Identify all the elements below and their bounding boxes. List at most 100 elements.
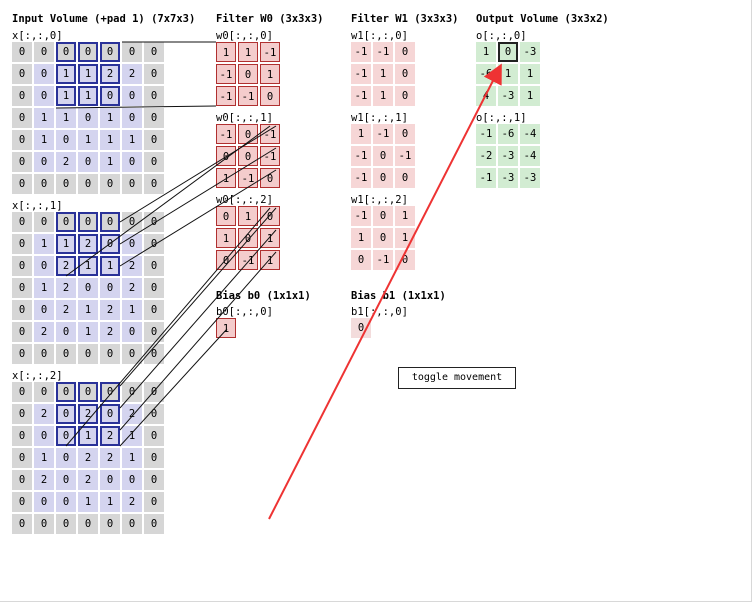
output-cell: -3 (498, 146, 518, 166)
input-cell: 0 (144, 130, 164, 150)
input-cell: 0 (12, 256, 32, 276)
receptive-field-highlight (78, 86, 98, 106)
input-cell: 0 (100, 174, 120, 194)
b0-cell: 1 (216, 318, 236, 338)
w1-cell: -1 (373, 250, 393, 270)
input-cell: 0 (144, 492, 164, 512)
output-cell: 1 (476, 42, 496, 62)
input-cell: 1 (100, 108, 120, 128)
input-cell: 0 (122, 42, 142, 62)
input-cell: 0 (12, 278, 32, 298)
input-cell: 0 (122, 212, 142, 232)
output-cell: -2 (476, 146, 496, 166)
input-cell: 0 (144, 212, 164, 232)
b1-cell: 0 (351, 318, 371, 338)
toggle-movement-button[interactable]: toggle movement (398, 367, 516, 389)
input-cell: 0 (12, 404, 32, 424)
w0-cell: -1 (216, 124, 236, 144)
input-cell: 2 (78, 448, 98, 468)
output-cell: -3 (520, 42, 540, 62)
w1-cell: 1 (351, 124, 371, 144)
receptive-field-highlight (56, 64, 76, 84)
input-cell: 1 (78, 64, 98, 84)
b1-label: b1[:,:,0] (351, 306, 408, 318)
input-cell: 0 (144, 174, 164, 194)
input-slice-0-label: x[:,:,0] (12, 30, 63, 42)
receptive-field-highlight (78, 256, 98, 276)
input-cell: 0 (144, 108, 164, 128)
input-cell: 0 (144, 86, 164, 106)
w1-cell: 0 (373, 168, 393, 188)
w1-cell: 0 (395, 168, 415, 188)
receptive-field-highlight (100, 234, 120, 254)
receptive-field-highlight (78, 426, 98, 446)
w1-cell: 0 (395, 124, 415, 144)
input-cell: 0 (144, 470, 164, 490)
output-cell: -6 (476, 64, 496, 84)
receptive-field-highlight (56, 404, 76, 424)
output-cell: -3 (498, 168, 518, 188)
input-cell: 0 (56, 130, 76, 150)
input-cell: 0 (144, 404, 164, 424)
input-cell: 0 (100, 470, 120, 490)
w0-cell: -1 (238, 168, 258, 188)
input-slice-2-label: x[:,:,2] (12, 370, 63, 382)
w0-cell: 1 (260, 228, 280, 248)
input-cell: 2 (122, 64, 142, 84)
input-cell: 0 (12, 470, 32, 490)
w1-cell: 1 (373, 86, 393, 106)
input-cell: 0 (34, 64, 54, 84)
input-cell: 0 (78, 174, 98, 194)
input-cell: 0 (12, 426, 32, 446)
w0-cell: -1 (216, 64, 236, 84)
w1-cell: 0 (373, 146, 393, 166)
input-cell: 0 (12, 344, 32, 364)
input-cell: 2 (100, 64, 120, 84)
input-cell: 0 (78, 42, 98, 62)
receptive-field-highlight (56, 234, 76, 254)
input-cell: 2 (122, 492, 142, 512)
receptive-field-highlight (78, 404, 98, 424)
input-cell: 0 (34, 344, 54, 364)
output-slice-1-label: o[:,:,1] (476, 112, 527, 124)
bias-b1-title: Bias b1 (1x1x1) (351, 290, 446, 302)
receptive-field-highlight (78, 382, 98, 402)
receptive-field-highlight (100, 382, 120, 402)
w0-cell: -1 (238, 86, 258, 106)
output-cell: -3 (520, 168, 540, 188)
input-cell: 0 (34, 86, 54, 106)
receptive-field-highlight (56, 212, 76, 232)
input-cell: 0 (12, 322, 32, 342)
input-cell: 2 (78, 470, 98, 490)
input-cell: 0 (144, 448, 164, 468)
w0-slice-2-label: w0[:,:,2] (216, 194, 273, 206)
input-cell: 0 (122, 86, 142, 106)
input-cell: 1 (122, 448, 142, 468)
receptive-field-highlight (56, 382, 76, 402)
input-cell: 1 (34, 278, 54, 298)
w0-cell: 0 (216, 146, 236, 166)
w1-slice-1-label: w1[:,:,1] (351, 112, 408, 124)
receptive-field-highlight (56, 86, 76, 106)
input-cell: 0 (100, 42, 120, 62)
input-cell: 0 (56, 174, 76, 194)
input-cell: 0 (144, 426, 164, 446)
input-cell: 1 (34, 234, 54, 254)
input-cell: 0 (122, 152, 142, 172)
w0-cell: -1 (216, 86, 236, 106)
input-cell: 0 (34, 514, 54, 534)
receptive-field-highlight (78, 234, 98, 254)
input-cell: 0 (78, 344, 98, 364)
input-cell: 0 (34, 256, 54, 276)
input-cell: 0 (34, 426, 54, 446)
receptive-field-highlight (100, 86, 120, 106)
input-cell: 0 (144, 514, 164, 534)
input-cell: 0 (12, 130, 32, 150)
input-cell: 1 (56, 64, 76, 84)
output-cell: -1 (476, 168, 496, 188)
w0-cell: 1 (216, 168, 236, 188)
input-cell: 0 (144, 278, 164, 298)
receptive-field-highlight (100, 42, 120, 62)
input-cell: 1 (122, 426, 142, 446)
